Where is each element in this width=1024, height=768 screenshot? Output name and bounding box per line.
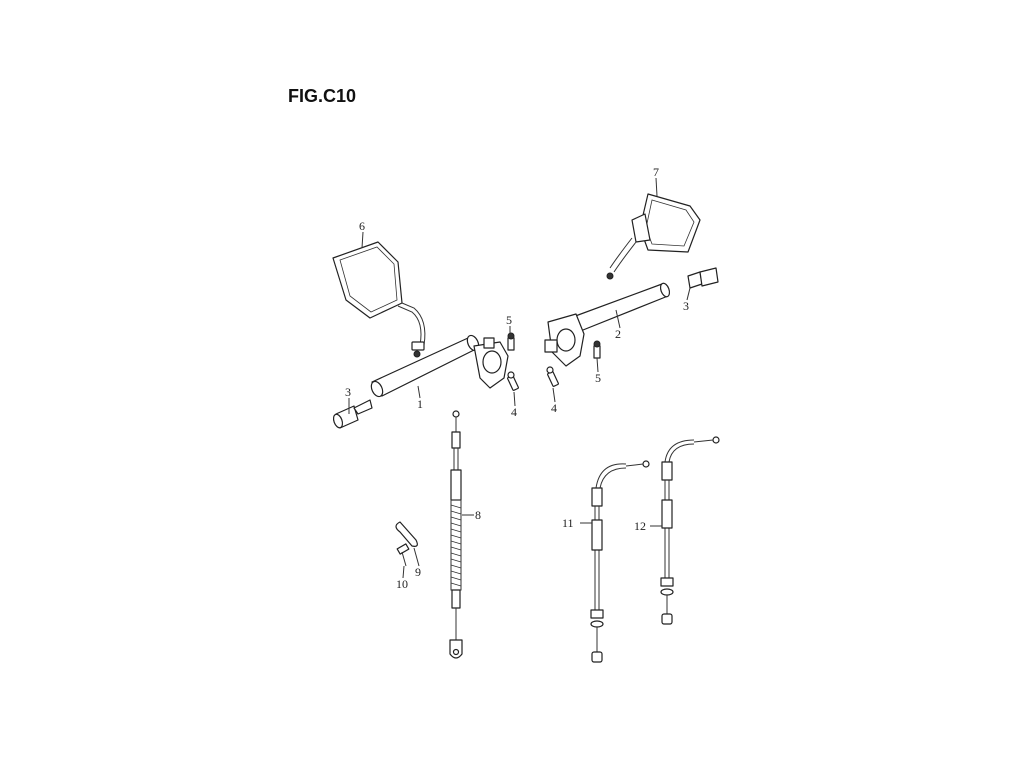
right-mirror	[606, 193, 701, 280]
callout-4-left: 4	[511, 405, 517, 419]
clutch-cable	[449, 410, 463, 659]
callout-12: 12	[634, 519, 646, 533]
left-handlebar	[370, 334, 509, 398]
callout-5-left: 5	[506, 313, 512, 327]
callout-4-right: 4	[551, 401, 557, 415]
callout-1: 1	[417, 397, 423, 411]
callout-11: 11	[562, 516, 574, 530]
callout-10: 10	[396, 577, 408, 591]
callout-7: 7	[653, 165, 659, 179]
right-handlebar	[544, 282, 671, 367]
callout-3-left: 3	[345, 385, 351, 399]
bolt-left-4	[507, 371, 519, 391]
left-mirror	[332, 241, 426, 358]
left-bar-end	[332, 399, 373, 429]
right-bar-end	[687, 267, 719, 289]
callout-8: 8	[475, 508, 481, 522]
throttle-cable-12	[660, 436, 720, 625]
bolt-right-4	[546, 366, 559, 387]
callout-9: 9	[415, 565, 421, 579]
cable-clip	[395, 521, 418, 547]
callout-2: 2	[615, 327, 621, 341]
small-bolt	[396, 543, 410, 567]
leader-lines	[348, 177, 691, 579]
throttle-cable-11	[590, 460, 650, 663]
figure-title: FIG.C10	[288, 86, 357, 106]
callout-3-right: 3	[683, 299, 689, 313]
callout-5-right: 5	[595, 371, 601, 385]
callout-6: 6	[359, 219, 365, 233]
screw-left-5	[507, 332, 515, 351]
screw-right-5	[593, 340, 601, 359]
